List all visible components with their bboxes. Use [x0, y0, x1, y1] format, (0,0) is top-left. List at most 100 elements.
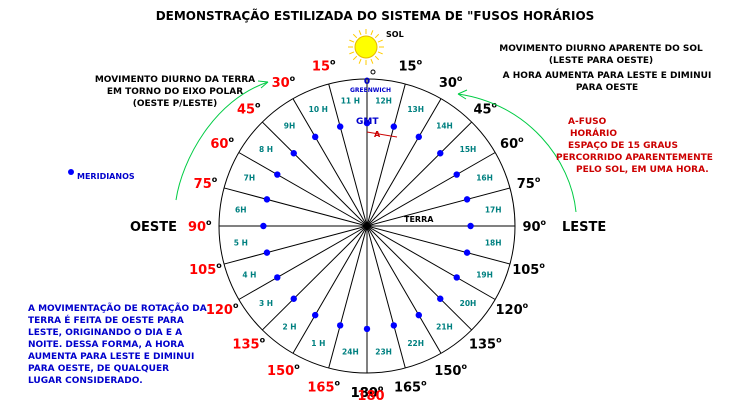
note-line: NOITE. DESSA FORMA, A HORA [28, 340, 185, 350]
legend-label: MERIDIANOS [77, 172, 135, 181]
degree-label-west: 75o [194, 175, 218, 192]
degree-label-east: 135o [469, 335, 502, 352]
hour-label: 17H [485, 205, 502, 214]
meridian-line [366, 225, 473, 331]
degree-label-west: 105o [189, 261, 222, 278]
note-line: EM TORNO DO EIXO POLAR [106, 87, 244, 97]
sun-ray [377, 51, 383, 55]
meridian-line [223, 225, 368, 265]
sun-motion-arrow [457, 93, 577, 213]
meridian-line [366, 225, 511, 265]
meridian-dot [453, 274, 460, 281]
hour-label: 18H [485, 239, 502, 248]
meridian-line [366, 152, 496, 227]
sun-motion-arrow-head [457, 89, 468, 100]
meridian-line [261, 121, 368, 227]
meridian-dot [363, 325, 371, 333]
hour-label: 3 H [259, 299, 273, 308]
degree-label-west: 120o [206, 301, 239, 318]
degree-label-west: 180o [351, 384, 384, 401]
degree-label-east: 45o [473, 101, 497, 118]
earth-rotation-arrow [175, 81, 269, 201]
meridian-dot [312, 133, 319, 141]
degree-label-west: 150o [267, 362, 300, 379]
note-line: HORÁRIO [570, 129, 618, 139]
meridian-dot [260, 222, 267, 230]
east-label: LESTE [562, 220, 606, 235]
meridian-dot [290, 295, 297, 302]
greenwich-label: GREENWICH [350, 87, 391, 94]
meridian-dot [437, 150, 444, 157]
note-line: PARA OESTE, DE QUALQUER [28, 364, 170, 374]
sun-disc [354, 35, 378, 59]
meridian-line [366, 98, 442, 227]
hour-label: 24H [342, 347, 359, 356]
diagram-title: DEMONSTRAÇÃO ESTILIZADA DO SISTEMA DE "F… [156, 8, 595, 23]
note-rotation: A MOVIMENTAÇÃO DE ROTAÇÃO DA TERRA É FEI… [28, 303, 218, 387]
meridian-line [238, 152, 368, 227]
hour-label: 19H [476, 270, 493, 279]
meridian-dot [274, 171, 281, 178]
hour-label: 11 H [341, 97, 360, 106]
hour-label: 15H [460, 145, 477, 154]
meridian-dot [415, 133, 422, 141]
meridian-dot [390, 322, 398, 329]
degree-label-east: 180o [351, 384, 384, 401]
earth-rotation-arrow-head [257, 80, 269, 89]
degree-label-west: 165o [307, 378, 340, 395]
hour-label: 23H [375, 347, 392, 356]
sun-ray [374, 55, 380, 61]
sun-ray [370, 58, 374, 64]
degree-label-east: 105o [512, 261, 545, 278]
degree-label-west: 90o [188, 218, 212, 235]
meridian-line [366, 225, 406, 369]
meridian-line [261, 225, 368, 331]
meridian-dot [467, 222, 474, 230]
note-line: LESTE, ORIGINANDO O DIA E A [28, 328, 183, 338]
hour-label: 16H [476, 174, 493, 183]
note-line: ESPAÇO DE 15 GRAUS [568, 141, 678, 151]
note-line: MOVIMENTO DIURNO DA TERRA [94, 75, 256, 85]
note-line: A HORA AUMENTA PARA LESTE E DIMINUI [502, 71, 712, 81]
hour-label: 4 H [242, 270, 256, 279]
meridian-dot [336, 322, 344, 329]
sun-ray [358, 30, 362, 36]
meridian-line [328, 225, 368, 369]
note-line: A MOVIMENTAÇÃO DE ROTAÇÃO DA [28, 304, 207, 314]
meridian-lines [219, 79, 515, 373]
degree-label-180-west: 180 [357, 389, 384, 404]
fuso-arc-marker [366, 131, 398, 138]
zero-meridian-label: 0 [364, 77, 370, 87]
meridian-dot [363, 119, 371, 127]
degree-label-east: 150o [434, 362, 467, 379]
hour-label: 20H [460, 299, 477, 308]
fuso-marker: A [374, 130, 381, 139]
sun-ray [349, 51, 355, 55]
degree-label-east: 120o [496, 301, 529, 318]
note-line: PELO SOL, EM UMA HORA. [576, 165, 709, 175]
degree-label-west: 135o [232, 335, 265, 352]
note-line: LUGAR CONSIDERADO. [28, 376, 143, 386]
sun-ray [349, 39, 355, 43]
degree-label-west: 45o [237, 101, 261, 118]
hour-label: 14H [436, 122, 453, 131]
meridian-dot [463, 249, 471, 256]
hour-label: 5 H [234, 239, 248, 248]
meridian-dot [263, 196, 271, 203]
note-line: (LESTE PARA OESTE) [548, 56, 654, 66]
sun-ray [352, 33, 358, 39]
meridian-dot [390, 123, 398, 130]
hour-label: 8 H [259, 145, 273, 154]
note-line: A-FUSO [568, 117, 607, 127]
meridian-dot [336, 123, 344, 130]
degree-label-east: 15o [398, 58, 422, 75]
hour-label: 22H [407, 339, 424, 348]
note-line: TERRA É FEITA DE OESTE PARA [28, 316, 184, 326]
meridian-dot [312, 311, 319, 319]
zero-degree-mark [370, 69, 376, 75]
note-line: PARA OESTE [575, 83, 639, 93]
west-label: OESTE [130, 220, 177, 235]
